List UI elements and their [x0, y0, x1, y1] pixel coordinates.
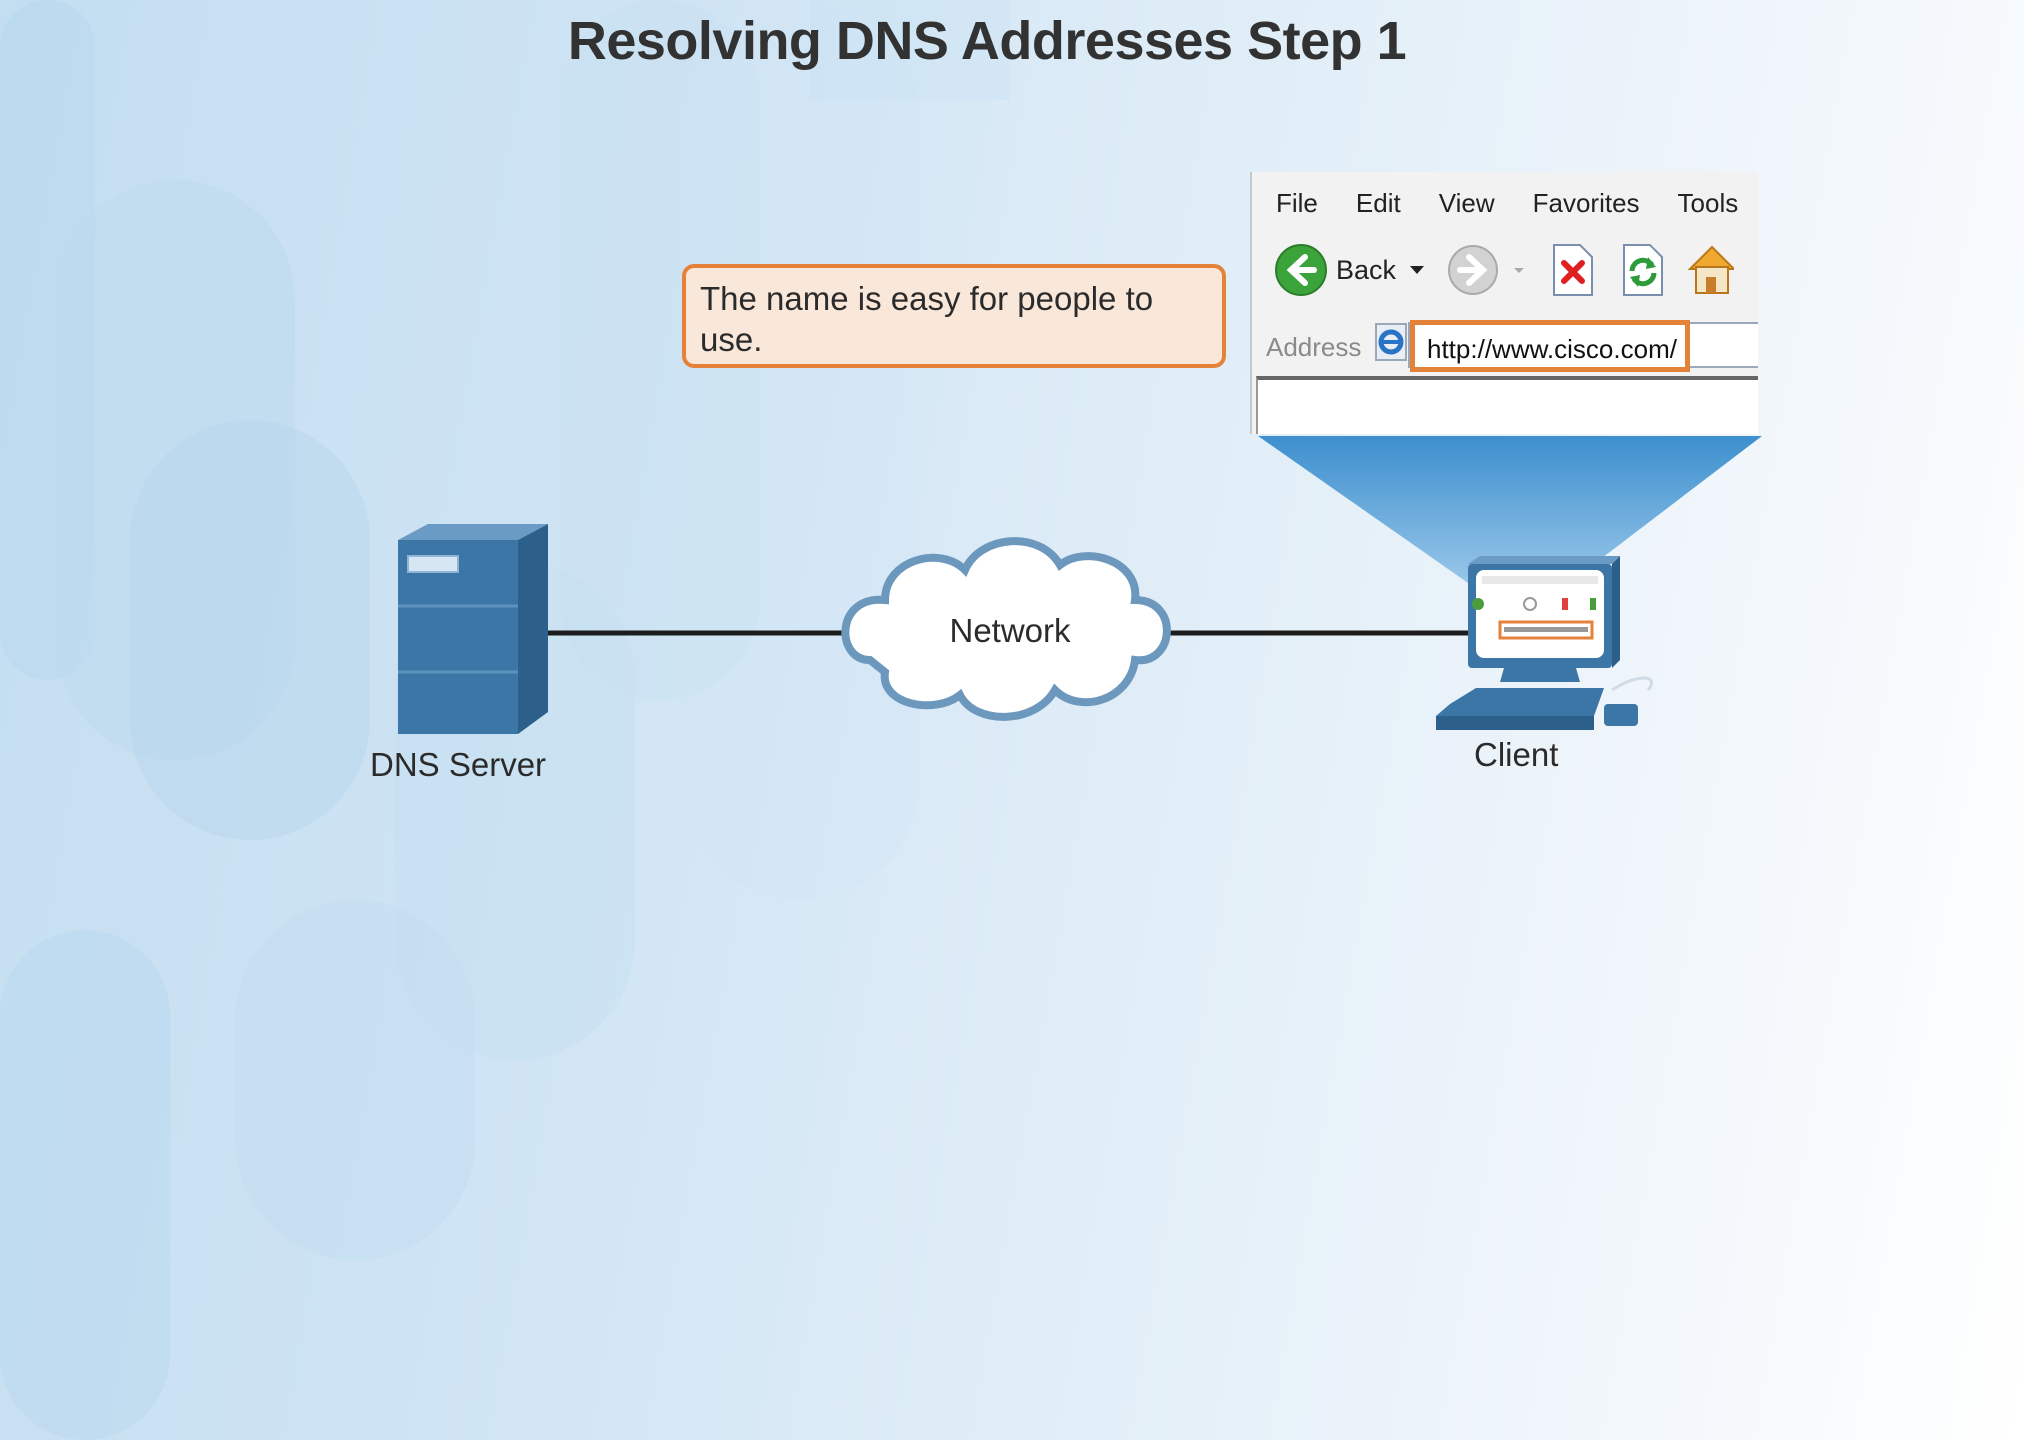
menu-favorites[interactable]: Favorites	[1532, 188, 1640, 218]
url-input[interactable]: http://www.cisco.com/	[1410, 320, 1690, 372]
address-label: Address	[1266, 332, 1362, 362]
forward-arrow-icon[interactable]	[1446, 243, 1500, 297]
refresh-icon[interactable]	[1618, 243, 1666, 297]
back-button[interactable]: Back	[1274, 243, 1396, 297]
network-cloud-icon[interactable]	[841, 537, 1171, 721]
client-label: Client	[1474, 736, 1559, 773]
callout-box: The name is easy for people to use.	[682, 264, 1226, 368]
menu-view[interactable]: View	[1438, 188, 1495, 218]
back-label: Back	[1336, 254, 1397, 285]
browser-toolbar: Back	[1274, 242, 1735, 298]
callout-text: The name is easy for people to use.	[700, 280, 1154, 358]
page-title: Resolving DNS Addresses Step 1	[567, 11, 1407, 71]
stop-icon[interactable]	[1548, 243, 1596, 297]
home-icon[interactable]	[1686, 243, 1735, 297]
zoom-projection	[1258, 436, 1762, 590]
ie-page-icon	[1375, 323, 1407, 361]
network-label: Network	[949, 612, 1071, 649]
client-pc-icon[interactable]	[1436, 556, 1654, 730]
browser-menubar: File Edit View Favorites Tools	[1252, 180, 1752, 220]
back-arrow-icon	[1275, 244, 1327, 296]
browser-window-zoom: File Edit View Favorites Tools Back	[1250, 172, 1758, 434]
back-dropdown-icon[interactable]	[1400, 260, 1434, 280]
menu-file[interactable]: File	[1276, 188, 1318, 218]
forward-dropdown-icon[interactable]	[1504, 260, 1534, 280]
menu-edit[interactable]: Edit	[1355, 188, 1401, 218]
browser-content-area	[1256, 376, 1758, 434]
dns-server-label: DNS Server	[370, 746, 547, 783]
menu-tools[interactable]: Tools	[1677, 188, 1739, 218]
dns-server-icon[interactable]	[398, 524, 548, 734]
